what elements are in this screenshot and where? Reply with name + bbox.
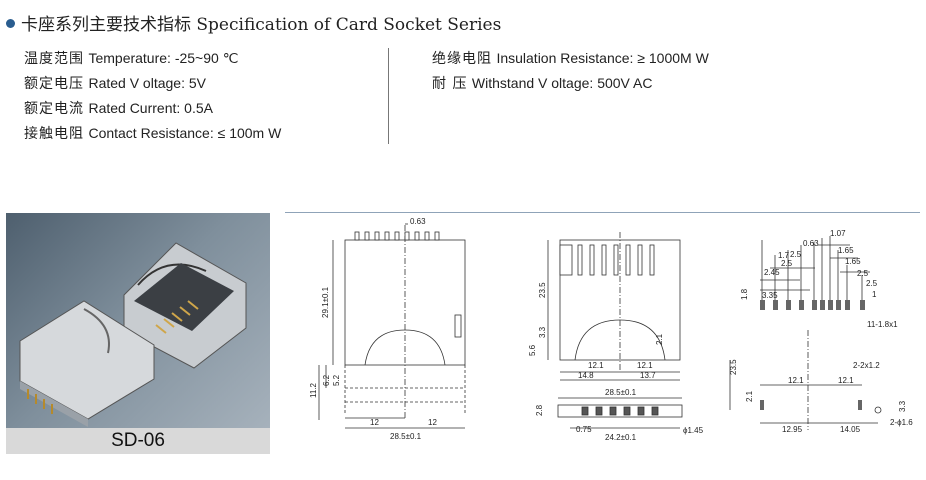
dim-label: 2-2x1.2 xyxy=(853,361,880,370)
dim-label: 3.3 xyxy=(898,400,907,412)
dim-label: 6.2 xyxy=(322,374,331,386)
dim-label: 1.65 xyxy=(838,246,854,255)
connector-illustration xyxy=(19,242,247,427)
spec-label-zh: 绝缘电阻 xyxy=(432,51,492,67)
dim-label: 1.8 xyxy=(740,288,749,300)
drawing-separator xyxy=(285,212,920,213)
dim-label: 2-ϕ1.6 xyxy=(890,418,913,427)
dim-label: 2.5 xyxy=(790,250,802,259)
spec-rated-voltage: 额定电压 Rated V oltage: 5V xyxy=(24,71,281,96)
spec-rated-current: 额定电流 Rated Current: 0.5A xyxy=(24,96,281,121)
dim-label: 2.1 xyxy=(655,333,664,345)
dim-label: 2.5 xyxy=(866,279,878,288)
dim-label: 0.63 xyxy=(410,217,426,226)
drawing-pcb-footprint xyxy=(729,236,882,430)
title-text: 卡座系列主要技术指标 Specification of Card Socket … xyxy=(21,15,502,35)
dim-label: 2.8 xyxy=(535,404,544,416)
dim-label: 12.1 xyxy=(588,361,604,370)
spec-insulation-resistance: 绝缘电阻 Insulation Resistance: ≥ 1000M W xyxy=(432,46,709,71)
dim-label: 12.95 xyxy=(782,425,803,434)
spec-label-en: Rated V oltage: 5V xyxy=(88,75,206,91)
bullet-icon xyxy=(6,19,15,28)
spec-label-en: Temperature: -25~90 ℃ xyxy=(88,50,239,66)
dim-label: 5.2 xyxy=(332,374,341,386)
dim-label: 3.35 xyxy=(762,291,778,300)
dim-label: 1 xyxy=(872,290,877,299)
dim-label: ϕ1.45 xyxy=(683,426,704,435)
specs-right: 绝缘电阻 Insulation Resistance: ≥ 1000M W 耐 … xyxy=(432,46,709,96)
dim-label: 2.5 xyxy=(781,259,793,268)
divider xyxy=(388,48,389,144)
dim-label: 24.2±0.1 xyxy=(605,433,637,442)
spec-label-zh: 额定电压 xyxy=(24,76,84,92)
dim-label: 12 xyxy=(428,418,437,427)
dim-label: 29.1±0.1 xyxy=(321,286,330,318)
dim-label: 0.75 xyxy=(576,425,592,434)
page-title: 卡座系列主要技术指标 Specification of Card Socket … xyxy=(6,10,501,35)
dim-label: 23.5 xyxy=(538,282,547,298)
spec-contact-resistance: 接触电阻 Contact Resistance: ≤ 100m W xyxy=(24,121,281,146)
specs-left: 温度范围 Temperature: -25~90 ℃ 额定电压 Rated V … xyxy=(24,46,281,146)
spec-temperature: 温度范围 Temperature: -25~90 ℃ xyxy=(24,46,281,71)
drawing-bottom-view xyxy=(547,232,683,429)
dim-label: 11-1.8x1 xyxy=(867,320,898,329)
dim-label: 2.1 xyxy=(745,390,754,402)
model-label: SD-06 xyxy=(6,428,270,454)
dim-label: 12.1 xyxy=(637,361,653,370)
dim-label: 1.65 xyxy=(845,257,861,266)
dim-label: 1.7 xyxy=(778,251,790,260)
dim-label: 14.05 xyxy=(840,425,861,434)
dim-label: 11.2 xyxy=(309,382,318,398)
drawing-top-view xyxy=(318,223,466,429)
dim-label: 13.7 xyxy=(640,371,656,380)
dim-label: 28.5±0.1 xyxy=(390,432,422,441)
dim-label: 28.5±0.1 xyxy=(605,388,637,397)
dim-label: 3.3 xyxy=(538,326,547,338)
spec-withstand-voltage: 耐 压 Withstand V oltage: 500V AC xyxy=(432,71,709,96)
spec-label-zh: 接触电阻 xyxy=(24,126,84,142)
dim-label: 5.6 xyxy=(528,344,537,356)
dim-label: 2.45 xyxy=(764,268,780,277)
spec-label-en: Rated Current: 0.5A xyxy=(88,100,213,116)
spec-label-zh: 温度范围 xyxy=(24,51,84,67)
spec-label-zh: 耐 压 xyxy=(432,76,468,92)
spec-label-en: Withstand V oltage: 500V AC xyxy=(471,75,653,91)
dim-label: 2.5 xyxy=(857,269,869,278)
spec-label-en: Contact Resistance: ≤ 100m W xyxy=(88,125,282,141)
dim-label: 0.63 xyxy=(803,239,819,248)
dim-label: 1.07 xyxy=(830,229,846,238)
dim-label: 12.1 xyxy=(788,376,804,385)
spec-label-en: Insulation Resistance: ≥ 1000M W xyxy=(496,50,709,66)
dim-label: 23.5 xyxy=(729,359,738,375)
dim-label: 12 xyxy=(370,418,379,427)
product-photo xyxy=(6,213,270,454)
dim-label: 14.8 xyxy=(578,371,594,380)
dim-label: 12.1 xyxy=(838,376,854,385)
spec-label-zh: 额定电流 xyxy=(24,101,84,117)
